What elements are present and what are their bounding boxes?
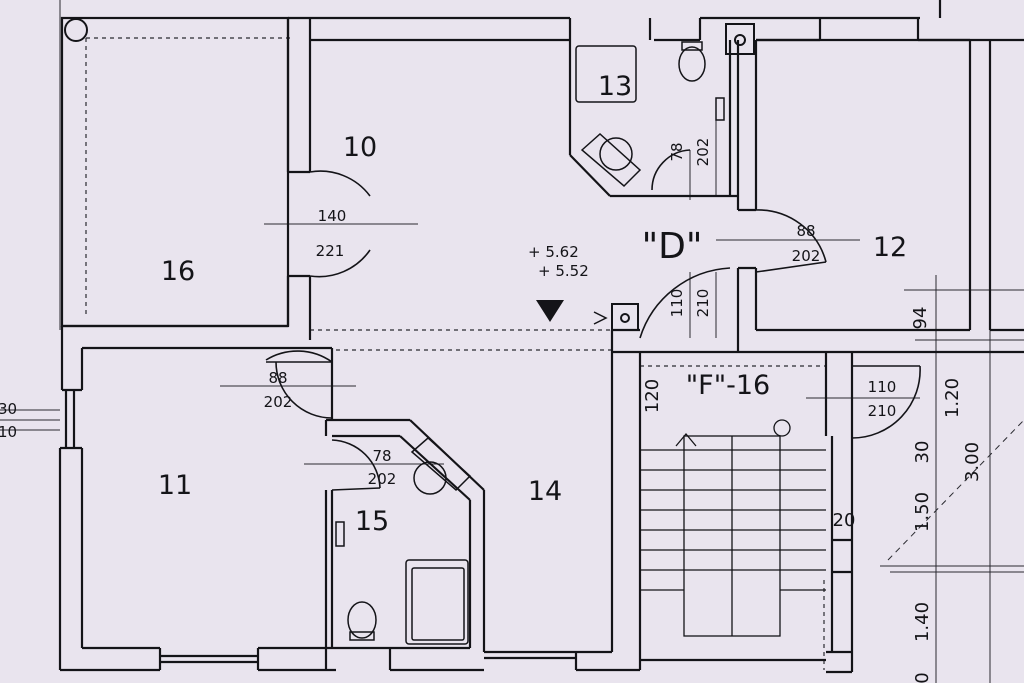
door-f-height: 210 — [868, 402, 897, 420]
shafts — [64, 18, 755, 331]
arrow-icon — [593, 311, 608, 325]
dim-1-20-label: 1.20 — [942, 378, 963, 418]
stair-width-label: 120 — [642, 379, 663, 413]
fixtures — [335, 41, 725, 645]
dim-1-40-label: 1.40 — [912, 602, 933, 642]
door-11-height: 202 — [264, 393, 293, 411]
dim-0-label: 0 — [912, 672, 933, 683]
door-13-height: 202 — [694, 138, 712, 167]
room-13-label: 13 — [598, 71, 632, 102]
dim-30-label: 30 — [912, 441, 933, 464]
room-15-label: 15 — [355, 506, 389, 537]
door-d-width: 110 — [668, 289, 686, 318]
level-upper: + 5.62 — [528, 243, 579, 261]
staircase — [640, 419, 826, 637]
dim-20-label: 20 — [833, 510, 856, 531]
door-12-width: 88 — [796, 222, 815, 240]
door-d-height: 210 — [694, 289, 712, 318]
left-dim-top: 30 — [0, 400, 17, 418]
left-dim-bottom: 10 — [0, 423, 17, 441]
room-16-label: 16 — [161, 256, 195, 287]
walls — [58, 0, 1024, 674]
room-14-label: 14 — [528, 476, 562, 507]
zone-d-label: "D" — [642, 226, 703, 267]
dashed-edges — [85, 37, 826, 670]
level-lower: + 5.52 — [538, 262, 589, 280]
level-marker-icon — [536, 300, 564, 322]
door-13-width: 78 — [668, 142, 686, 161]
door-12-height: 202 — [792, 247, 821, 265]
door-15-width: 78 — [372, 447, 391, 465]
dim-3-00-label: 3.00 — [962, 442, 983, 482]
door-11-width: 88 — [268, 369, 287, 387]
door-f-width: 110 — [868, 378, 897, 396]
zone-f-label: "F"-16 — [686, 370, 770, 401]
dim-94-label: 94 — [910, 307, 931, 330]
room-10-label: 10 — [343, 132, 377, 163]
door-swings — [265, 149, 921, 491]
room-11-label: 11 — [158, 470, 192, 501]
door-10-height: 221 — [316, 242, 345, 260]
door-15-height: 202 — [368, 470, 397, 488]
room-12-label: 12 — [873, 232, 907, 263]
dim-1-50-label: 1.50 — [912, 492, 933, 532]
door-10-width: 140 — [318, 207, 347, 225]
